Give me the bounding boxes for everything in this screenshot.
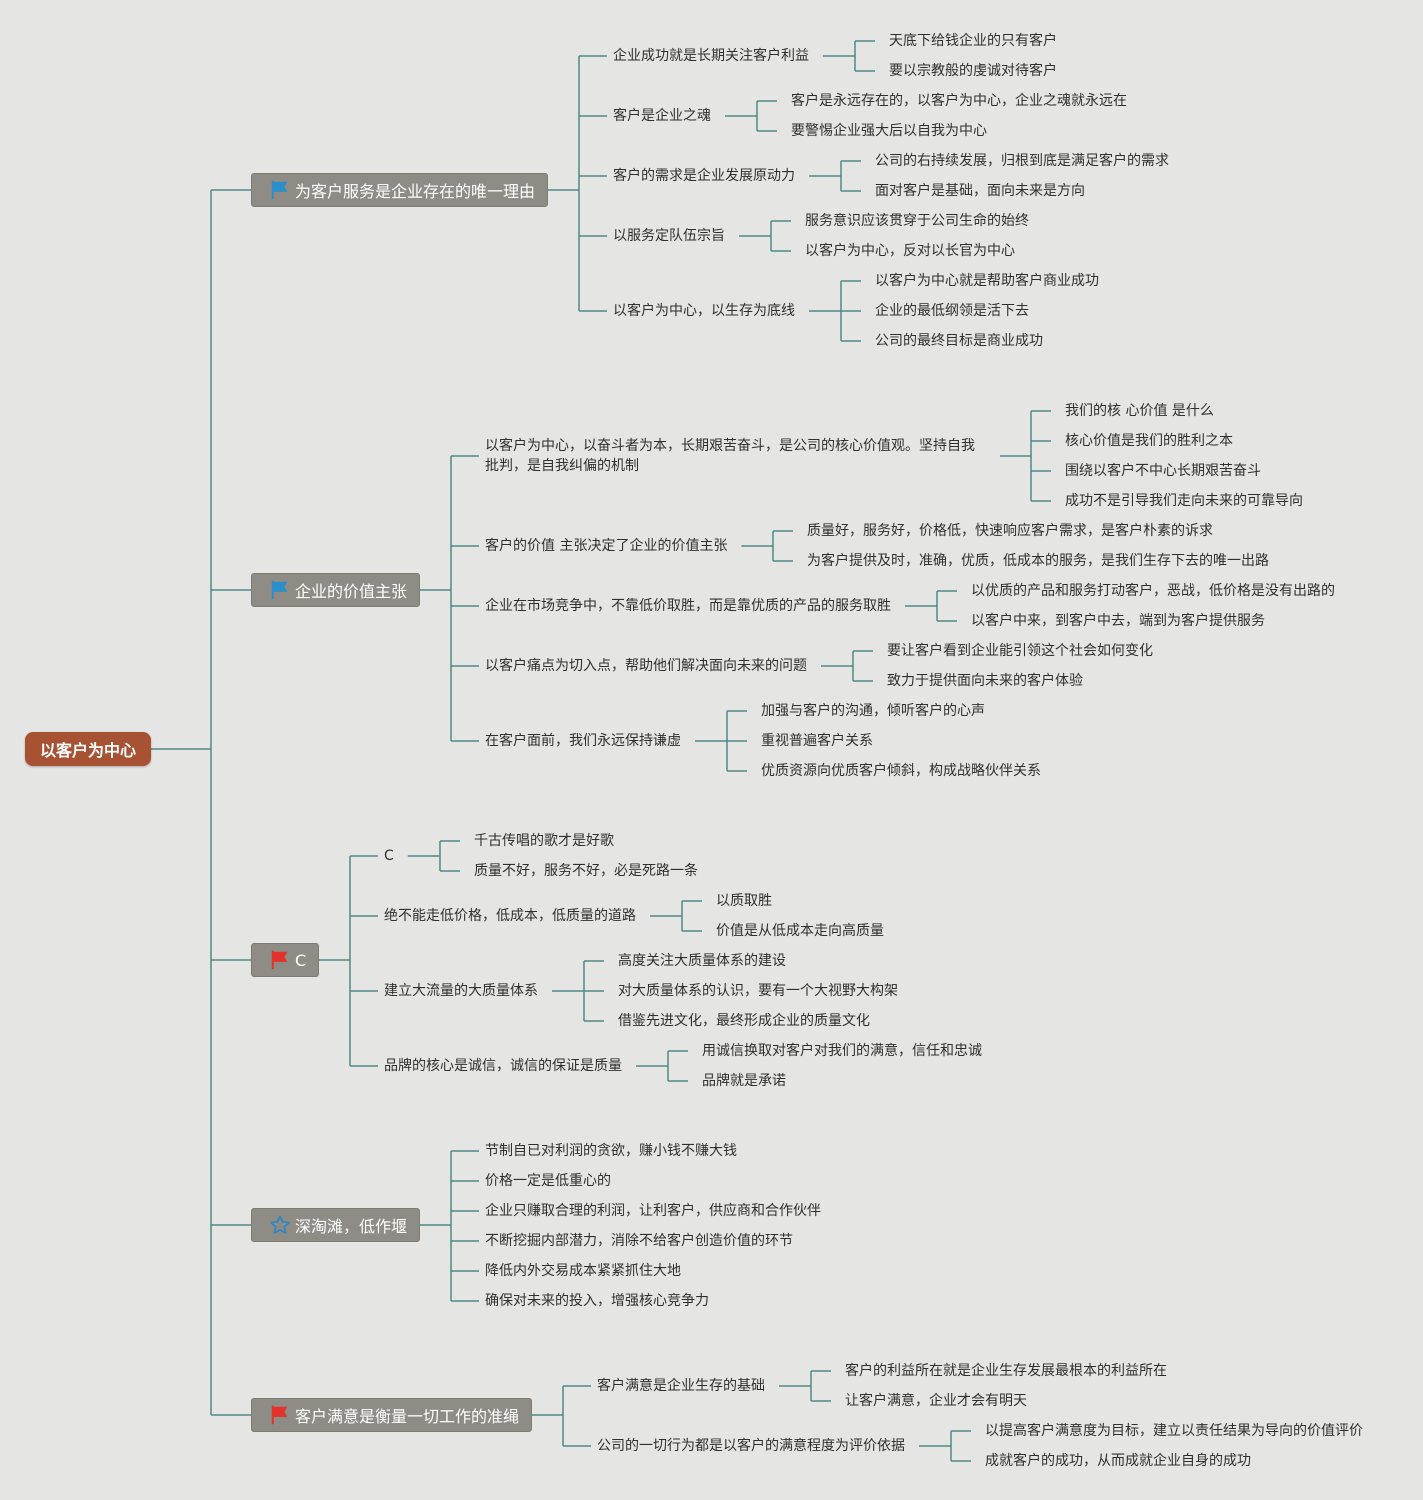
grandchild-node[interactable]: 借鉴先进文化，最终形成企业的质量文化 bbox=[618, 1013, 870, 1029]
grandchild-node[interactable]: 要以宗教般的虔诚对待客户 bbox=[889, 63, 1057, 79]
grandchild-node[interactable]: 面对客户是基础，面向未来是方向 bbox=[875, 183, 1085, 199]
grandchild-node[interactable]: 公司的右持续发展，归根到底是满足客户的需求 bbox=[875, 153, 1169, 169]
branch-label: 为客户服务是企业存在的唯一理由 bbox=[295, 182, 536, 201]
grandchild-node[interactable]: 以质取胜 bbox=[716, 893, 772, 909]
child-node[interactable]: 以客户痛点为切入点，帮助他们解决面向未来的问题 bbox=[485, 658, 807, 674]
child-node[interactable]: 公司的一切行为都是以客户的满意程度为评价依据 bbox=[597, 1438, 905, 1454]
grandchild-node[interactable]: 要警惕企业强大后以自我为中心 bbox=[791, 123, 987, 139]
grandchild-node[interactable]: 优质资源向优质客户倾斜，构成战略伙伴关系 bbox=[761, 763, 1041, 779]
child-node[interactable]: 企业成功就是长期关注客户利益 bbox=[613, 48, 809, 64]
child-node[interactable]: 建立大流量的大质量体系 bbox=[384, 983, 538, 999]
grandchild-node[interactable]: 客户是永远存在的，以客户为中心，企业之魂就永远在 bbox=[791, 93, 1127, 109]
grandchild-node[interactable]: 客户的利益所在就是企业生存发展最根本的利益所在 bbox=[845, 1363, 1167, 1379]
child-node[interactable]: 降低内外交易成本紧紧抓住大地 bbox=[485, 1263, 681, 1279]
grandchild-node[interactable]: 天底下给钱企业的只有客户 bbox=[889, 33, 1057, 49]
star-icon bbox=[269, 1214, 291, 1236]
red-flag-icon bbox=[269, 949, 291, 971]
grandchild-node[interactable]: 千古传唱的歌才是好歌 bbox=[474, 833, 614, 849]
grandchild-node[interactable]: 高度关注大质量体系的建设 bbox=[618, 953, 786, 969]
child-node[interactable]: 在客户面前，我们永远保持谦虚 bbox=[485, 733, 681, 749]
grandchild-node[interactable]: 成就客户的成功，从而成就企业自身的成功 bbox=[985, 1453, 1251, 1469]
child-node[interactable]: 确保对未来的投入，增强核心竞争力 bbox=[485, 1293, 709, 1309]
child-node[interactable]: 企业在市场竞争中，不靠低价取胜，而是靠优质的产品的服务取胜 bbox=[485, 598, 891, 614]
grandchild-node[interactable]: 我们的核 心价值 是什么 bbox=[1065, 403, 1214, 419]
grandchild-node[interactable]: 成功不是引导我们走向未来的可靠导向 bbox=[1065, 493, 1303, 509]
child-node[interactable]: C bbox=[384, 848, 394, 864]
grandchild-node[interactable]: 以客户为中心就是帮助客户商业成功 bbox=[875, 273, 1099, 289]
grandchild-node[interactable]: 重视普遍客户关系 bbox=[761, 733, 873, 749]
grandchild-node[interactable]: 价值是从低成本走向高质量 bbox=[716, 923, 884, 939]
child-node[interactable]: 以客户为中心，以奋斗者为本，长期艰苦奋斗，是公司的核心价值观。坚持自我批判，是自… bbox=[485, 438, 975, 474]
branch-label: 深淘滩，低作堰 bbox=[295, 1217, 408, 1236]
child-node[interactable]: 价格一定是低重心的 bbox=[485, 1173, 611, 1189]
grandchild-node[interactable]: 以提高客户满意度为目标，建立以责任结果为导向的价值评价 bbox=[985, 1423, 1363, 1439]
child-node[interactable]: 绝不能走低价格，低成本，低质量的道路 bbox=[384, 908, 636, 924]
root-node[interactable]: 以客户为中心 bbox=[25, 732, 151, 766]
branch-label: 企业的价值主张 bbox=[295, 582, 408, 601]
branch-node[interactable]: 企业的价值主张 bbox=[251, 573, 420, 607]
grandchild-node[interactable]: 核心价值是我们的胜利之本 bbox=[1065, 433, 1233, 449]
child-node[interactable]: 企业只赚取合理的利润，让利客户，供应商和合作伙伴 bbox=[485, 1203, 821, 1219]
child-node[interactable]: 客户的需求是企业发展原动力 bbox=[613, 168, 795, 184]
grandchild-node[interactable]: 以客户中来，到客户中去，端到为客户提供服务 bbox=[971, 613, 1265, 629]
branch-node[interactable]: 深淘滩，低作堰 bbox=[251, 1208, 420, 1242]
branch-node[interactable]: 客户满意是衡量一切工作的准绳 bbox=[251, 1398, 532, 1432]
blue-flag-icon bbox=[269, 579, 291, 601]
grandchild-node[interactable]: 公司的最终目标是商业成功 bbox=[875, 333, 1043, 349]
grandchild-node[interactable]: 以客户为中心，反对以长官为中心 bbox=[805, 243, 1015, 259]
child-node[interactable]: 不断挖掘内部潜力，消除不给客户创造价值的环节 bbox=[485, 1233, 793, 1249]
grandchild-node[interactable]: 品牌就是承诺 bbox=[702, 1073, 786, 1089]
grandchild-node[interactable]: 围绕以客户不中心长期艰苦奋斗 bbox=[1065, 463, 1261, 479]
grandchild-node[interactable]: 质量不好，服务不好，必是死路一条 bbox=[474, 863, 698, 879]
child-node[interactable]: 以服务定队伍宗旨 bbox=[613, 228, 725, 244]
grandchild-node[interactable]: 服务意识应该贯穿于公司生命的始终 bbox=[805, 213, 1029, 229]
grandchild-node[interactable]: 用诚信换取对客户对我们的满意，信任和忠诚 bbox=[702, 1043, 982, 1059]
root-label: 以客户为中心 bbox=[39, 741, 136, 760]
branch-node[interactable]: C bbox=[251, 943, 319, 977]
grandchild-node[interactable]: 让客户满意，企业才会有明天 bbox=[845, 1393, 1027, 1409]
child-node[interactable]: 客户是企业之魂 bbox=[613, 108, 711, 124]
red-flag-icon bbox=[269, 1404, 291, 1426]
grandchild-node[interactable]: 以优质的产品和服务打动客户，恶战，低价格是没有出路的 bbox=[971, 583, 1335, 599]
child-node[interactable]: 节制自已对利润的贪欲，赚小钱不赚大钱 bbox=[485, 1143, 737, 1159]
child-node[interactable]: 客户的价值 主张决定了企业的价值主张 bbox=[485, 538, 728, 554]
grandchild-node[interactable]: 为客户提供及时，准确，优质，低成本的服务，是我们生存下去的唯一出路 bbox=[807, 553, 1269, 569]
grandchild-node[interactable]: 质量好，服务好，价格低，快速响应客户需求，是客户朴素的诉求 bbox=[807, 523, 1213, 539]
blue-flag-icon bbox=[269, 179, 291, 201]
branch-label: 客户满意是衡量一切工作的准绳 bbox=[295, 1407, 520, 1426]
branch-node[interactable]: 为客户服务是企业存在的唯一理由 bbox=[251, 173, 548, 207]
grandchild-node[interactable]: 加强与客户的沟通，倾听客户的心声 bbox=[761, 703, 985, 719]
grandchild-node[interactable]: 要让客户看到企业能引领这个社会如何变化 bbox=[887, 643, 1153, 659]
grandchild-node[interactable]: 致力于提供面向未来的客户体验 bbox=[887, 673, 1083, 689]
child-node[interactable]: 品牌的核心是诚信，诚信的保证是质量 bbox=[384, 1058, 622, 1074]
grandchild-node[interactable]: 企业的最低纲领是活下去 bbox=[875, 303, 1029, 319]
branch-label: C bbox=[295, 950, 307, 970]
child-node[interactable]: 客户满意是企业生存的基础 bbox=[597, 1378, 765, 1394]
grandchild-node[interactable]: 对大质量体系的认识，要有一个大视野大构架 bbox=[618, 983, 898, 999]
child-node[interactable]: 以客户为中心，以生存为底线 bbox=[613, 303, 795, 319]
